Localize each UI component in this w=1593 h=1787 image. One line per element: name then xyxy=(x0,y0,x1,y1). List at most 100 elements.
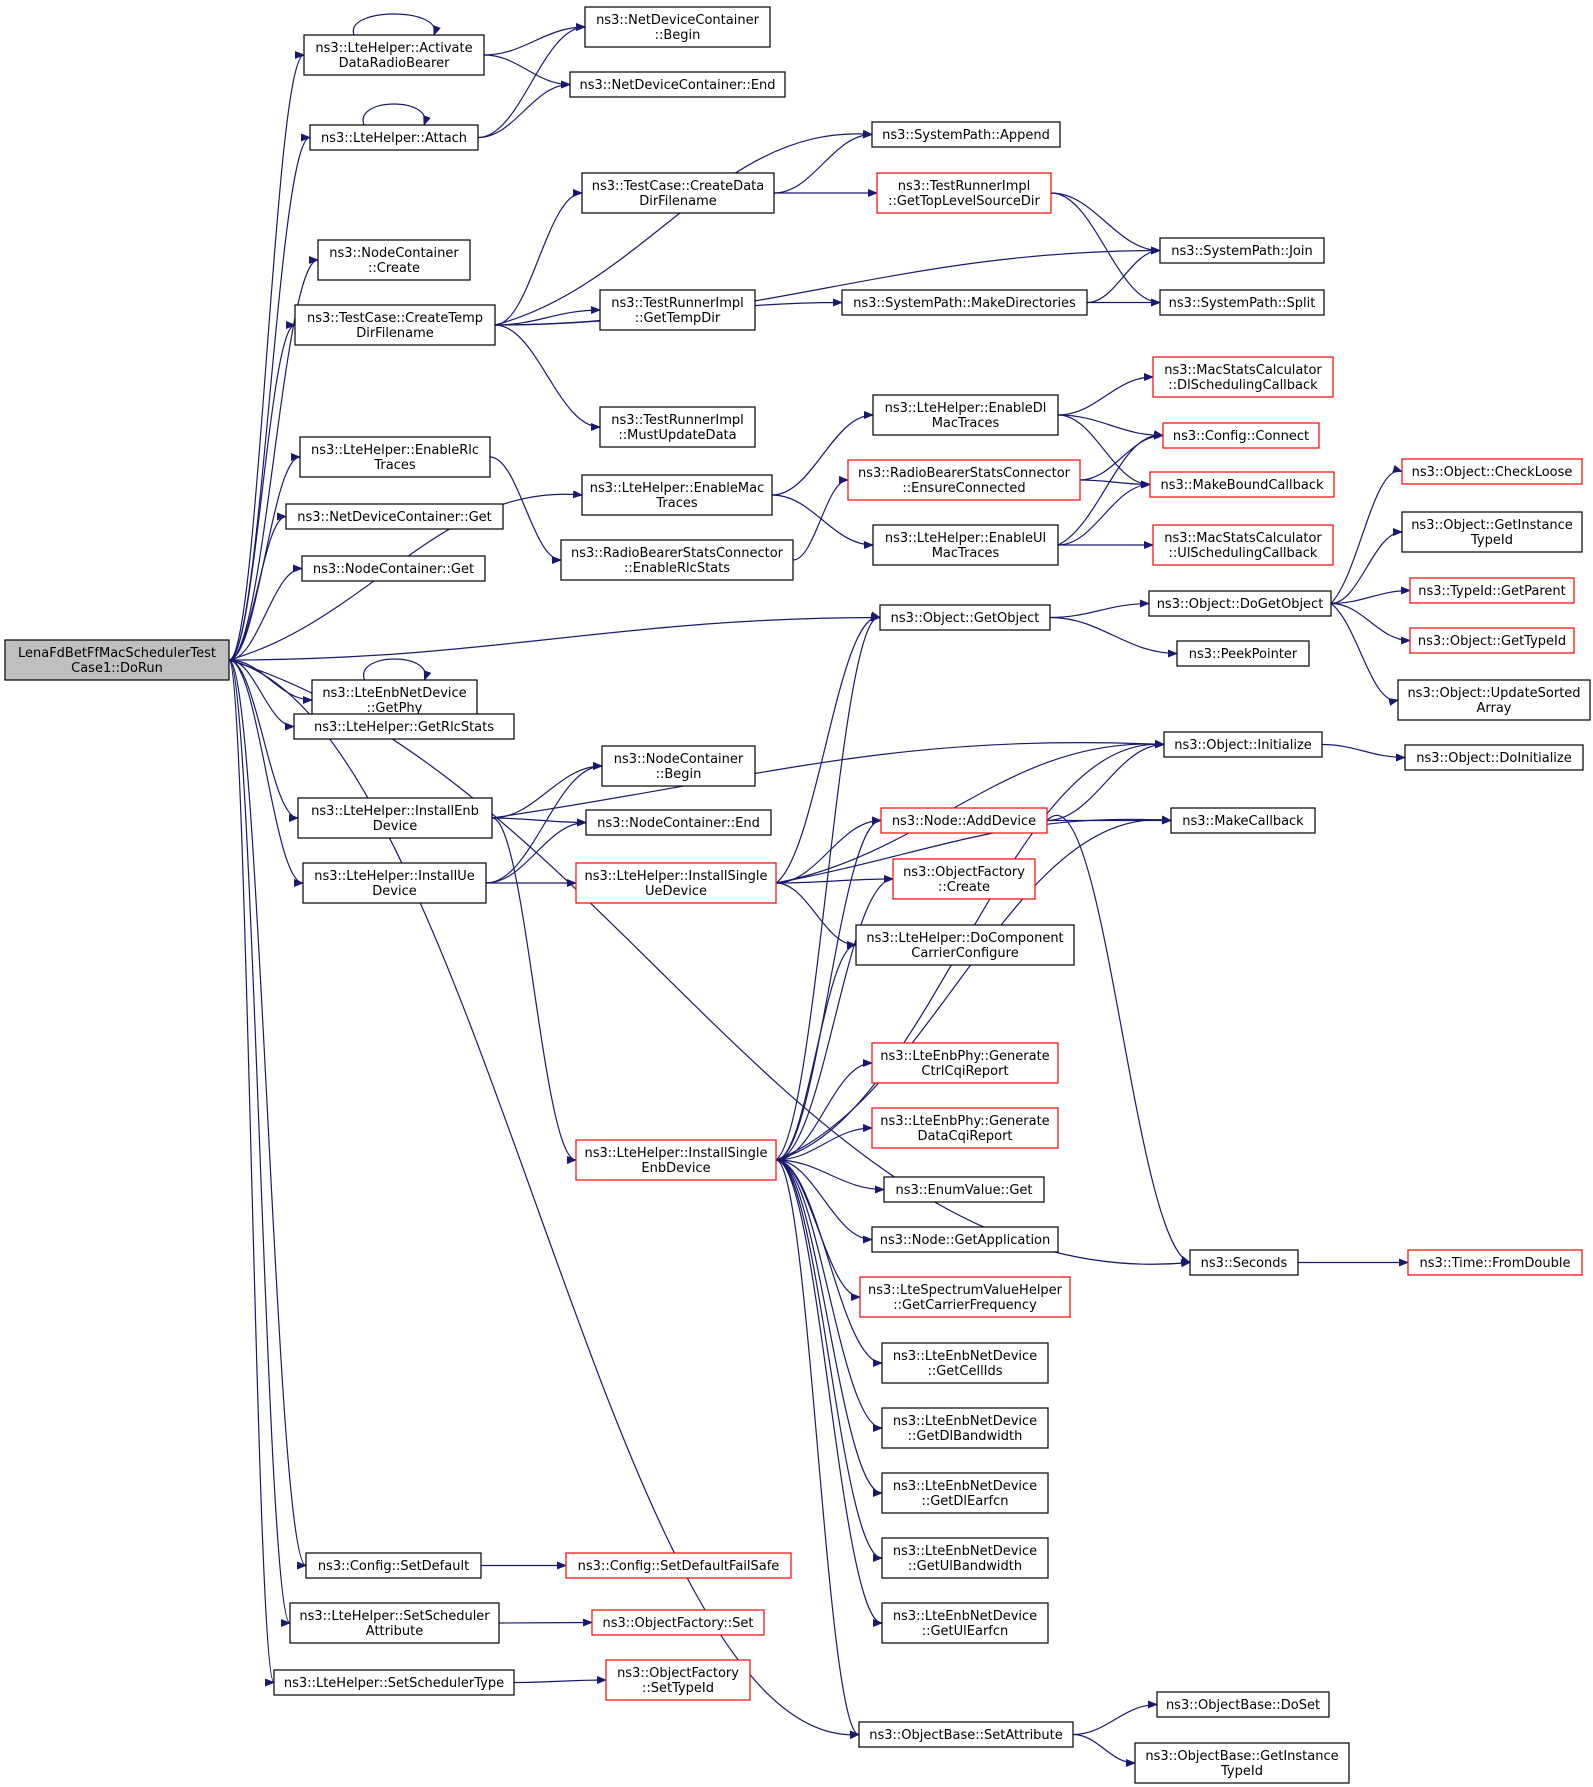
node-lend-ulearfcn[interactable]: ns3::LteEnbNetDevice::GetUlEarfcn xyxy=(881,1602,1049,1644)
node-label: ns3::TestRunnerImpl xyxy=(898,179,1031,194)
call-edge xyxy=(228,133,311,661)
node-box xyxy=(871,1042,1059,1084)
node-obj-initialize[interactable]: ns3::Object::Initialize xyxy=(1163,731,1323,758)
node-sp-makedirs[interactable]: ns3::SystemPath::MakeDirectories xyxy=(841,289,1088,316)
node-tri-must[interactable]: ns3::TestRunnerImpl::MustUpdateData xyxy=(599,406,756,448)
node-box xyxy=(601,745,756,787)
node-lend-getphy[interactable]: ns3::LteEnbNetDevice::GetPhy xyxy=(311,679,478,721)
node-do-component[interactable]: ns3::LteHelper::DoComponentCarrierConfig… xyxy=(855,924,1075,966)
node-sp-append[interactable]: ns3::SystemPath::Append xyxy=(871,121,1061,148)
node-attach[interactable]: ns3::LteHelper::Attach xyxy=(309,124,479,151)
node-box xyxy=(301,555,486,582)
node-ndc-begin[interactable]: ns3::NetDeviceContainer::Begin xyxy=(584,6,771,48)
node-peek-pointer[interactable]: ns3::PeekPointer xyxy=(1176,640,1310,667)
node-box xyxy=(876,172,1052,214)
node-box xyxy=(309,124,479,151)
node-label: ::GetCellIds xyxy=(927,1364,1002,1379)
node-nc-create[interactable]: ns3::NodeContainer::Create xyxy=(317,239,471,281)
node-obj-doinit[interactable]: ns3::Object::DoInitialize xyxy=(1404,744,1584,771)
node-of-settypeid[interactable]: ns3::ObjectFactory::SetTypeId xyxy=(605,1659,751,1701)
node-label: ::GetUlBandwidth xyxy=(908,1559,1022,1574)
node-tri-top[interactable]: ns3::TestRunnerImpl::GetTopLevelSourceDi… xyxy=(876,172,1052,214)
node-enum-get[interactable]: ns3::EnumValue::Get xyxy=(883,1176,1045,1203)
node-node-getapp[interactable]: ns3::Node::GetApplication xyxy=(871,1226,1059,1253)
node-box xyxy=(1134,1742,1350,1784)
node-msc-ul[interactable]: ns3::MacStatsCalculator::UlSchedulingCal… xyxy=(1152,524,1334,566)
node-msc-dl[interactable]: ns3::MacStatsCalculator::DlSchedulingCal… xyxy=(1152,356,1334,398)
node-cfg-setdefaultfs[interactable]: ns3::Config::SetDefaultFailSafe xyxy=(565,1552,792,1579)
node-box xyxy=(605,1659,751,1701)
node-lend-dlearfcn[interactable]: ns3::LteEnbNetDevice::GetDlEarfcn xyxy=(881,1472,1049,1514)
node-obj-dogetobject[interactable]: ns3::Object::DoGetObject xyxy=(1148,590,1332,617)
node-box xyxy=(599,406,756,448)
node-get-rlc-stats[interactable]: ns3::LteHelper::GetRlcStats xyxy=(293,713,515,740)
node-box xyxy=(1407,1249,1583,1276)
node-cfg-setdefault[interactable]: ns3::Config::SetDefault xyxy=(305,1552,482,1579)
node-box xyxy=(871,1226,1059,1253)
node-time-fromdouble[interactable]: ns3::Time::FromDouble xyxy=(1407,1249,1583,1276)
node-ndc-get[interactable]: ns3::NetDeviceContainer::Get xyxy=(285,503,504,530)
node-sp-split[interactable]: ns3::SystemPath::Split xyxy=(1159,289,1325,316)
node-node-adddevice[interactable]: ns3::Node::AddDevice xyxy=(880,807,1048,834)
node-label: ns3::ObjectBase::DoSet xyxy=(1166,1698,1320,1713)
node-make-bound[interactable]: ns3::MakeBoundCallback xyxy=(1149,471,1335,498)
node-of-create[interactable]: ns3::ObjectFactory::Create xyxy=(892,858,1036,900)
node-ndc-end[interactable]: ns3::NetDeviceContainer::End xyxy=(569,71,786,98)
node-nc-get[interactable]: ns3::NodeContainer::Get xyxy=(301,555,486,582)
node-typeid-parent[interactable]: ns3::TypeId::GetParent xyxy=(1409,577,1575,604)
node-label: ns3::MakeCallback xyxy=(1182,814,1304,829)
call-edge xyxy=(485,818,587,884)
node-box xyxy=(560,539,794,581)
node-tri-temp[interactable]: ns3::TestRunnerImpl::GetTempDir xyxy=(599,289,756,331)
self-call-edge xyxy=(363,658,432,681)
node-obj-checkloose[interactable]: ns3::Object::CheckLoose xyxy=(1401,458,1583,485)
node-lend-dlbw[interactable]: ns3::LteEnbNetDevice::GetDlBandwidth xyxy=(881,1407,1049,1449)
node-nc-begin[interactable]: ns3::NodeContainer::Begin xyxy=(601,745,756,787)
node-rbsc-ensure[interactable]: ns3::RadioBearerStatsConnector::EnsureCo… xyxy=(847,459,1081,501)
node-ob-setattr[interactable]: ns3::ObjectBase::SetAttribute xyxy=(858,1721,1074,1748)
node-lend-cellids[interactable]: ns3::LteEnbNetDevice::GetCellIds xyxy=(881,1342,1049,1384)
node-nc-end[interactable]: ns3::NodeContainer::End xyxy=(585,809,772,836)
node-box xyxy=(880,807,1048,834)
call-edge xyxy=(228,659,275,1686)
node-box xyxy=(1159,289,1325,316)
node-box xyxy=(317,239,471,281)
node-label: ns3::ObjectFactory xyxy=(903,865,1025,880)
node-obj-gettypeid[interactable]: ns3::Object::GetTypeId xyxy=(1409,627,1575,654)
node-label: CtrlCqiReport xyxy=(921,1064,1008,1079)
node-lsvh-carrier[interactable]: ns3::LteSpectrumValueHelper::GetCarrierF… xyxy=(859,1276,1071,1318)
node-set-sched-type[interactable]: ns3::LteHelper::SetSchedulerType xyxy=(273,1669,515,1696)
node-make-callback[interactable]: ns3::MakeCallback xyxy=(1170,807,1316,834)
node-seconds[interactable]: ns3::Seconds xyxy=(1189,1249,1299,1276)
node-sp-join[interactable]: ns3::SystemPath::Join xyxy=(1159,237,1325,264)
node-label: ns3::NodeContainer::End xyxy=(597,816,760,831)
node-label: ns3::Config::SetDefault xyxy=(318,1559,469,1574)
node-obj-getobject[interactable]: ns3::Object::GetObject xyxy=(879,604,1051,631)
node-lend-ulbw[interactable]: ns3::LteEnbNetDevice::GetUlBandwidth xyxy=(881,1537,1049,1579)
call-edge xyxy=(775,739,1165,884)
node-of-set[interactable]: ns3::ObjectFactory::Set xyxy=(591,1609,765,1636)
node-label: ns3::MakeBoundCallback xyxy=(1160,478,1324,493)
node-rbsc-rlc[interactable]: ns3::RadioBearerStatsConnector::EnableRl… xyxy=(560,539,794,581)
node-cfg-connect[interactable]: ns3::Config::Connect xyxy=(1162,422,1320,449)
node-label: ns3::NodeContainer xyxy=(614,752,744,767)
node-ob-doset[interactable]: ns3::ObjectBase::DoSet xyxy=(1156,1691,1330,1718)
